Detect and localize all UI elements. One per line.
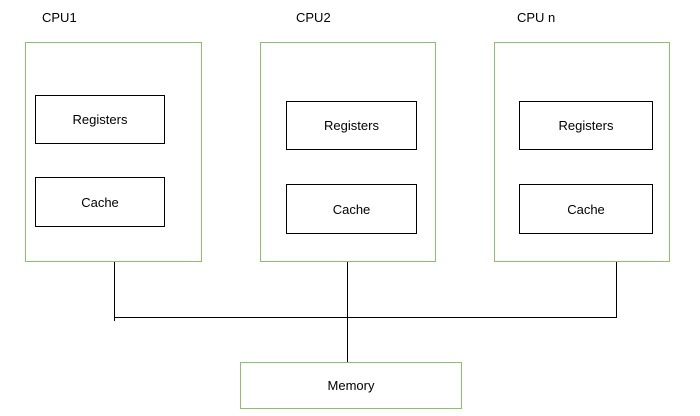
memory-box: Memory	[240, 362, 462, 409]
cpun-registers-box: Registers	[519, 101, 653, 150]
cpun-label: CPU n	[517, 10, 556, 25]
cpun-cache-label: Cache	[567, 201, 605, 217]
system-bus-line	[114, 317, 617, 318]
cpu2-cache-box: Cache	[286, 184, 417, 234]
memory-label: Memory	[327, 378, 375, 393]
cpu1-registers-box: Registers	[35, 95, 165, 144]
cpu1-cache-label: Cache	[81, 194, 119, 210]
cpu2-label: CPU2	[296, 10, 331, 25]
cpu1-label: CPU1	[42, 10, 77, 25]
cpun-cache-box: Cache	[519, 184, 653, 234]
cpun-connector-line	[616, 262, 617, 318]
cpu2-box: Registers Cache	[260, 42, 436, 262]
cpu2-memory-connector-line	[347, 262, 348, 362]
cpu2-cache-label: Cache	[332, 201, 371, 217]
cpun-box: Registers Cache	[494, 42, 670, 262]
cpu2-registers-box: Registers	[286, 101, 417, 150]
cpun-registers-label: Registers	[558, 118, 614, 133]
cpu1-box: Registers Cache	[25, 42, 202, 262]
cpu1-registers-label: Registers	[72, 112, 128, 127]
cpu2-registers-label: Registers	[324, 118, 379, 133]
cpu1-connector-line	[114, 262, 115, 321]
cpu1-cache-box: Cache	[35, 177, 165, 227]
